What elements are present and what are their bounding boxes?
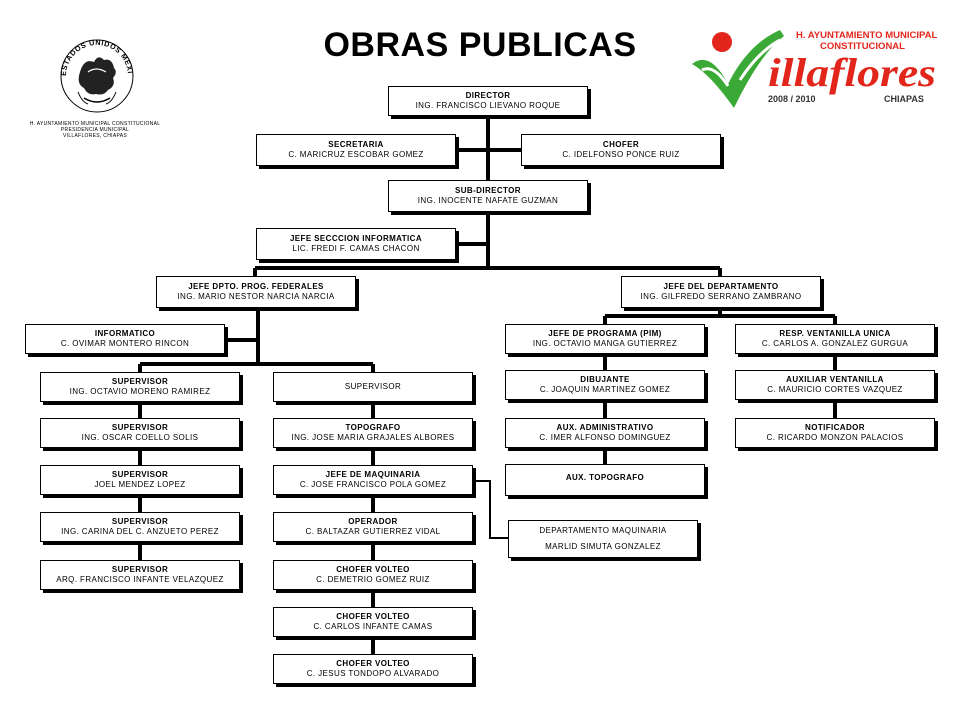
node-director: DIRECTOR ING. FRANCISCO LIEVANO ROQUE <box>388 86 588 116</box>
node-title: AUXILIAR VENTANILLA <box>786 375 884 384</box>
node-title: RESP. VENTANILLA UNICA <box>779 329 891 338</box>
node-title: SUPERVISOR <box>111 517 169 526</box>
mexican-seal-icon: ESTADOS UNIDOS MEXICANOS <box>58 32 134 113</box>
logo-years: 2008 / 2010 <box>768 94 816 104</box>
logo-line-1: H. AYUNTAMIENTO MUNICIPAL <box>796 30 937 41</box>
node-name: C. MAURICIO CORTES VAZQUEZ <box>767 385 903 394</box>
node-title: SUPERVISOR <box>344 382 402 391</box>
node-aux-topografo: AUX. TOPOGRAFO <box>505 464 705 496</box>
node-title: CHOFER VOLTEO <box>336 565 410 574</box>
node-name: C. CARLOS A. GONZALEZ GURGUA <box>761 339 909 348</box>
logo-name: illaflores <box>768 50 936 95</box>
node-supervisor-2: SUPERVISOR ING. OSCAR COELLO SOLIS <box>40 418 240 448</box>
seal-caption-line-1: H. AYUNTAMIENTO MUNICIPAL CONSTITUCIONAL <box>29 121 161 127</box>
node-title: DEPARTAMENTO MAQUINARIA <box>539 526 667 535</box>
node-name: C. RICARDO MONZON PALACIOS <box>766 433 904 442</box>
node-title: TOPOGRAFO <box>345 423 401 432</box>
node-supervisor-4: SUPERVISOR ING. CARINA DEL C. ANZUETO PE… <box>40 512 240 542</box>
villaflores-logo: H. AYUNTAMIENTO MUNICIPAL CONSTITUCIONAL… <box>692 30 937 108</box>
node-title: CHOFER <box>602 140 640 149</box>
node-informatico: INFORMATICO C. OVIMAR MONTERO RINCON <box>25 324 225 354</box>
node-title: SUPERVISOR <box>111 377 169 386</box>
node-name: ING. MARIO NESTOR NARCIA NARCIA <box>177 292 335 301</box>
node-dibujante: DIBUJANTE C. JOAQUIN MARTINEZ GOMEZ <box>505 370 705 400</box>
node-name: ING. CARINA DEL C. ANZUETO PEREZ <box>61 527 219 536</box>
node-name: C. JOSE FRANCISCO POLA GOMEZ <box>299 480 447 489</box>
node-chofer-volteo-3: CHOFER VOLTEO C. JESUS TONDOPO ALVARADO <box>273 654 473 684</box>
node-subdirector: SUB-DIRECTOR ING. INOCENTE NAFATE GUZMAN <box>388 180 588 212</box>
node-title: SUPERVISOR <box>111 565 169 574</box>
node-jefe-programas-federales: JEFE DPTO. PROG. FEDERALES ING. MARIO NE… <box>156 276 356 308</box>
node-jefe-programa-pim: JEFE DE PROGRAMA (PIM) ING. OCTAVIO MANG… <box>505 324 705 354</box>
node-name: ING. JOSE MARIA GRAJALES ALBORES <box>291 433 455 442</box>
node-title: JEFE DEL DEPARTAMENTO <box>663 282 779 291</box>
seal-caption-line-2: PRESIDENCIA MUNICIPAL <box>60 127 130 133</box>
node-title: OPERADOR <box>348 517 398 526</box>
node-notificador: NOTIFICADOR C. RICARDO MONZON PALACIOS <box>735 418 935 448</box>
node-supervisor-1: SUPERVISOR ING. OCTAVIO MORENO RAMIREZ <box>40 372 240 402</box>
node-title: SECRETARIA <box>328 140 384 149</box>
node-topografo: TOPOGRAFO ING. JOSE MARIA GRAJALES ALBOR… <box>273 418 473 448</box>
node-name: C. MARICRUZ ESCOBAR GOMEZ <box>288 150 424 159</box>
node-supervisor-5: SUPERVISOR ARQ. FRANCISCO INFANTE VELAZQ… <box>40 560 240 590</box>
node-title: SUPERVISOR <box>111 423 169 432</box>
node-name: ING. GILFREDO SERRANO ZAMBRANO <box>640 292 802 301</box>
node-name: C. JOAQUIN MARTINEZ GOMEZ <box>539 385 671 394</box>
node-name: JOEL MENDEZ LOPEZ <box>94 480 186 489</box>
node-chofer-volteo-2: CHOFER VOLTEO C. CARLOS INFANTE CAMAS <box>273 607 473 637</box>
node-name: C. CARLOS INFANTE CAMAS <box>313 622 433 631</box>
node-name: ING. INOCENTE NAFATE GUZMAN <box>417 196 559 205</box>
node-name: C. BALTAZAR GUTIERREZ VIDAL <box>305 527 441 536</box>
seal-caption-line-3: VILLAFLORES, CHIAPAS <box>63 133 127 139</box>
node-name: ARQ. FRANCISCO INFANTE VELAZQUEZ <box>56 575 224 584</box>
node-title: DIBUJANTE <box>580 375 630 384</box>
node-title: JEFE SECCCION INFORMATICA <box>289 234 423 243</box>
node-chofer-volteo-1: CHOFER VOLTEO C. DEMETRIO GOMEZ RUIZ <box>273 560 473 590</box>
node-title: AUX. ADMINISTRATIVO <box>556 423 654 432</box>
logo-line-2: CONSTITUCIONAL <box>820 41 905 52</box>
node-operador: OPERADOR C. BALTAZAR GUTIERREZ VIDAL <box>273 512 473 542</box>
logo-state: CHIAPAS <box>884 94 924 104</box>
node-name: C. DEMETRIO GOMEZ RUIZ <box>316 575 430 584</box>
node-title: SUPERVISOR <box>111 470 169 479</box>
node-supervisor-3: SUPERVISOR JOEL MENDEZ LOPEZ <box>40 465 240 495</box>
page-title: OBRAS PUBLICAS <box>323 26 637 64</box>
node-name: ING. OCTAVIO MANGA GUTIERREZ <box>532 339 678 348</box>
node-auxiliar-ventanilla: AUXILIAR VENTANILLA C. MAURICIO CORTES V… <box>735 370 935 400</box>
node-secretaria: SECRETARIA C. MARICRUZ ESCOBAR GOMEZ <box>256 134 456 166</box>
node-title: JEFE DPTO. PROG. FEDERALES <box>188 282 324 291</box>
node-name: C. IDELFONSO PONCE RUIZ <box>562 150 680 159</box>
node-aux-administrativo: AUX. ADMINISTRATIVO C. IMER ALFONSO DOMI… <box>505 418 705 448</box>
node-title: JEFE DE MAQUINARIA <box>325 470 421 479</box>
node-name: ING. OCTAVIO MORENO RAMIREZ <box>69 387 211 396</box>
node-jefe-maquinaria: JEFE DE MAQUINARIA C. JOSE FRANCISCO POL… <box>273 465 473 495</box>
node-title: NOTIFICADOR <box>805 423 865 432</box>
node-supervisor-6: SUPERVISOR <box>273 372 473 402</box>
node-title: DIRECTOR <box>465 91 511 100</box>
node-name: C. IMER ALFONSO DOMINGUEZ <box>539 433 671 442</box>
node-resp-ventanilla-unica: RESP. VENTANILLA UNICA C. CARLOS A. GONZ… <box>735 324 935 354</box>
node-jefe-seccion-informatica: JEFE SECCCION INFORMATICA LIC. FREDI F. … <box>256 228 456 260</box>
node-name: MARLID SIMUTA GONZALEZ <box>545 542 661 551</box>
node-jefe-departamento: JEFE DEL DEPARTAMENTO ING. GILFREDO SERR… <box>621 276 821 308</box>
node-chofer: CHOFER C. IDELFONSO PONCE RUIZ <box>521 134 721 166</box>
node-departamento-maquinaria: DEPARTAMENTO MAQUINARIA MARLID SIMUTA GO… <box>508 520 698 558</box>
node-name: ING. FRANCISCO LIEVANO ROQUE <box>415 101 561 110</box>
node-name: ING. OSCAR COELLO SOLIS <box>81 433 199 442</box>
node-name: C. JESUS TONDOPO ALVARADO <box>306 669 440 678</box>
node-title: CHOFER VOLTEO <box>336 612 410 621</box>
node-title: SUB-DIRECTOR <box>455 186 521 195</box>
node-title: CHOFER VOLTEO <box>336 659 410 668</box>
node-name: LIC. FREDI F. CAMAS CHACON <box>292 244 420 253</box>
seal-caption: H. AYUNTAMIENTO MUNICIPAL CONSTITUCIONAL… <box>20 121 170 139</box>
node-title: JEFE DE PROGRAMA (PIM) <box>548 329 662 338</box>
node-title: INFORMATICO <box>94 329 156 338</box>
node-title: AUX. TOPOGRAFO <box>565 473 645 482</box>
node-name: C. OVIMAR MONTERO RINCON <box>60 339 190 348</box>
